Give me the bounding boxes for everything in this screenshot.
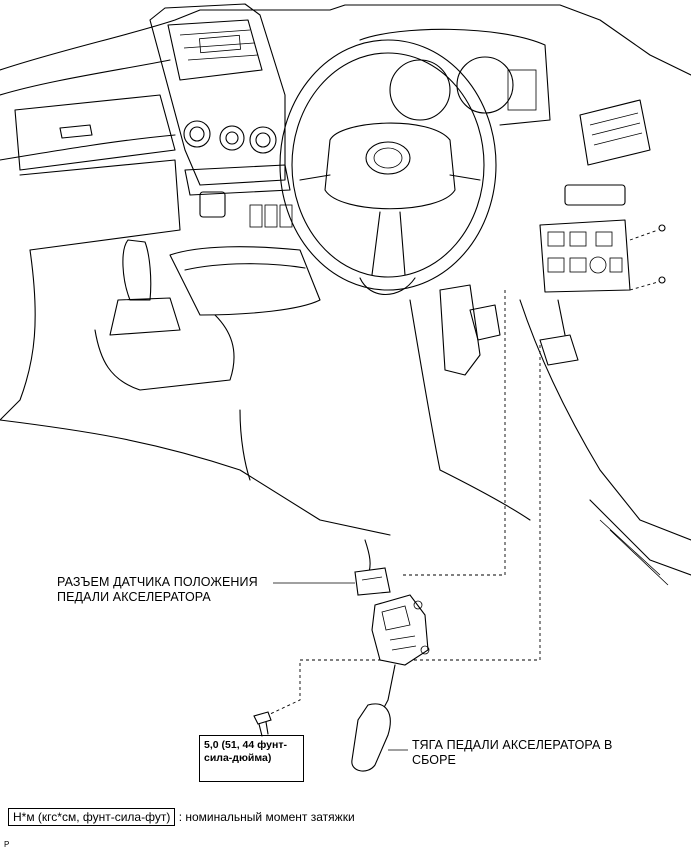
pedal-assembly-callout-line2: СБОРЕ	[412, 753, 456, 767]
accelerator-pedal-assembly	[351, 539, 430, 772]
steering-wheel	[279, 39, 497, 295]
torque-value-line1: 5,0 (51, 44 фунт-	[204, 739, 287, 751]
torque-spec-box: 5,0 (51, 44 фунт- сила-дюйма)	[199, 735, 304, 782]
pedal-assembly-callout-line1: ТЯГА ПЕДАЛИ АКСЕЛЕРАТОРА В	[412, 738, 613, 752]
connector-callout-line1: РАЗЪЕМ ДАТЧИКА ПОЛОЖЕНИЯ	[57, 575, 258, 589]
bolt	[253, 711, 272, 737]
legend-units-box: Н*м (кгс*см, фунт-сила-фут)	[8, 808, 176, 826]
legend-description: : номинальный момент затяжки	[178, 810, 355, 824]
instrument-cluster	[359, 28, 551, 126]
pedal-area	[439, 284, 579, 376]
connector-callout-line2: ПЕДАЛИ АКСЕЛЕРАТОРА	[57, 590, 211, 604]
figure-code: P	[4, 840, 10, 849]
gear-shifter	[94, 239, 321, 391]
torque-value-line2: сила-дюйма)	[204, 752, 272, 764]
passenger-dashboard	[0, 94, 181, 421]
center-stack	[149, 3, 293, 228]
connector-callout: РАЗЪЕМ ДАТЧИКА ПОЛОЖЕНИЯ ПЕДАЛИ АКСЕЛЕРА…	[57, 575, 258, 605]
torque-legend: Н*м (кгс*см, фунт-сила-фут) : номинальны…	[8, 808, 355, 826]
pedal-assembly-callout: ТЯГА ПЕДАЛИ АКСЕЛЕРАТОРА В СБОРЕ	[412, 738, 612, 768]
dash-switch-panel	[539, 99, 666, 293]
